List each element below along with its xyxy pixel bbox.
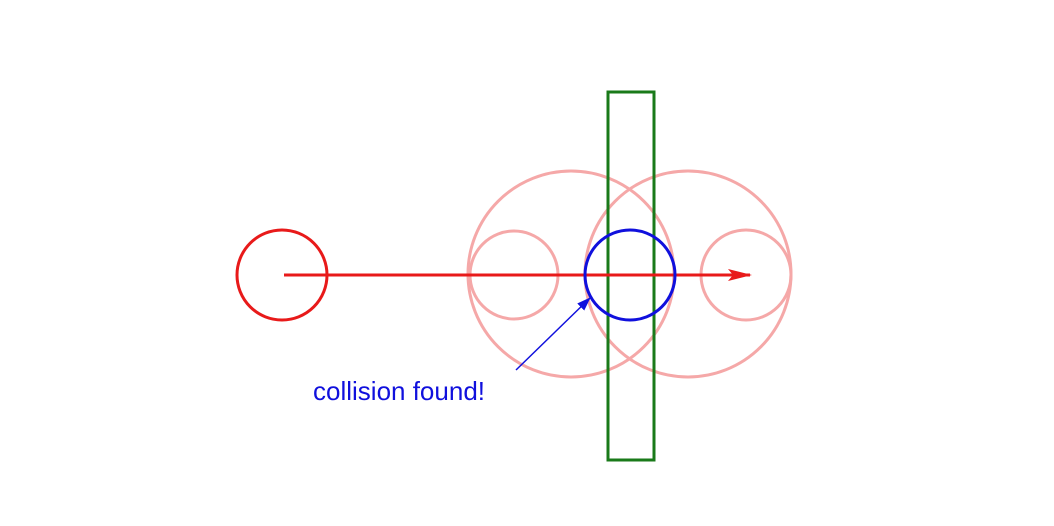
annotation-pointer-arrow — [515, 297, 591, 371]
collision-circle — [583, 228, 677, 322]
annotation-label: collision found! — [313, 376, 485, 406]
